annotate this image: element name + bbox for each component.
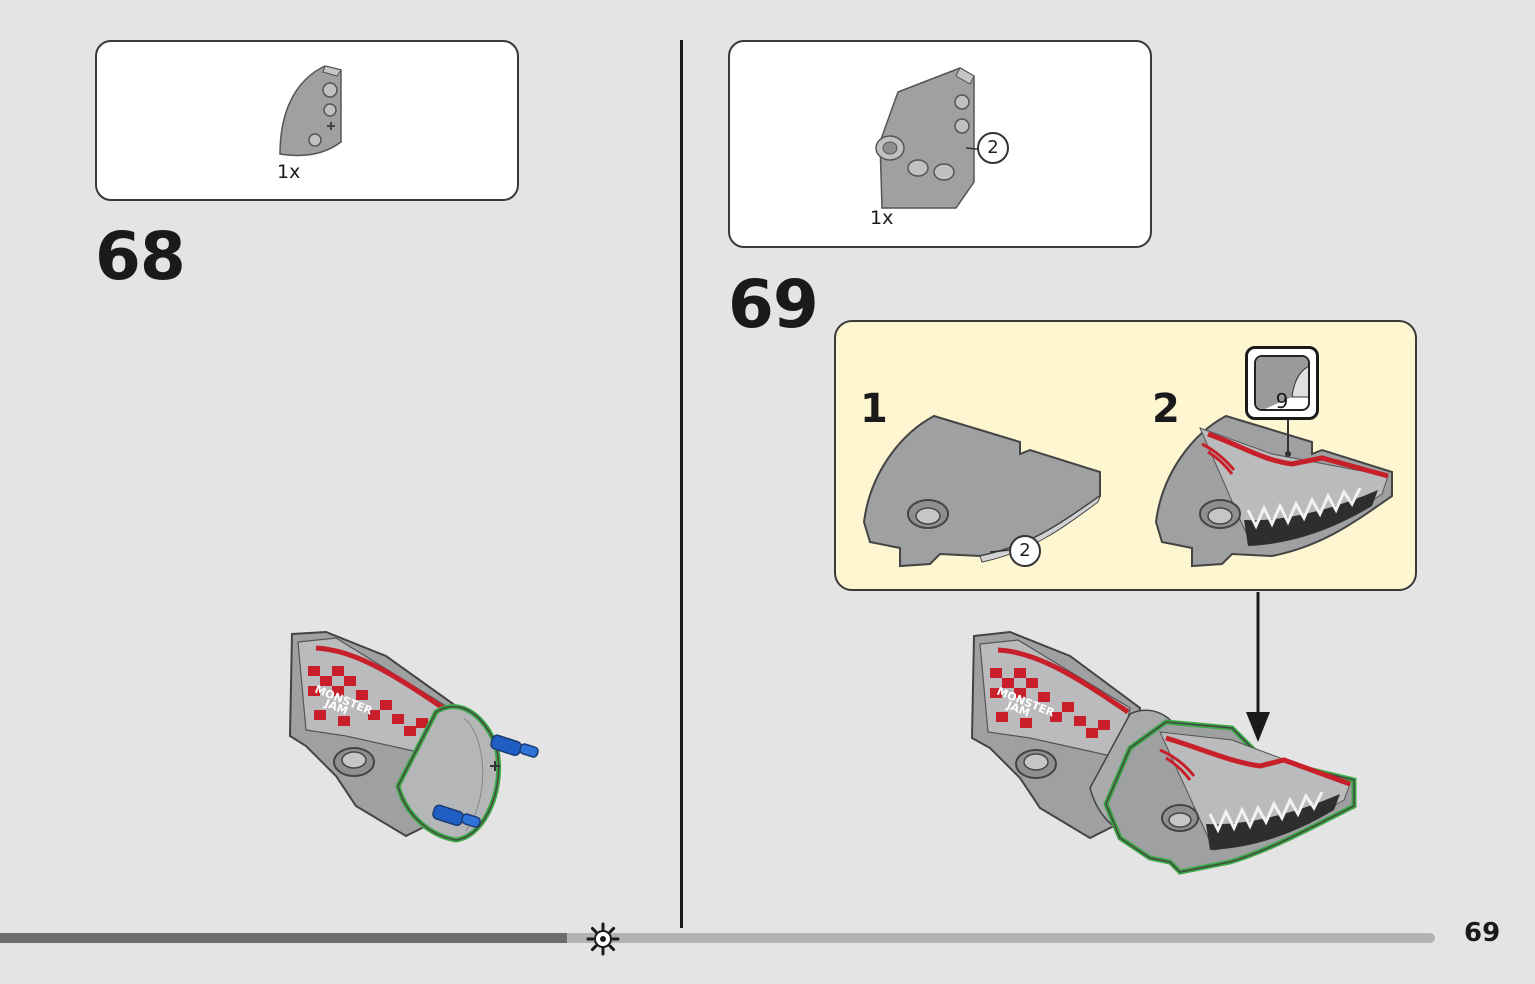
part-quantity: 1x bbox=[277, 161, 301, 183]
parts-list-68: 1x bbox=[95, 40, 519, 201]
substep-1-panel-illustration bbox=[862, 414, 1101, 568]
substep-1-quantity-callout: 2 bbox=[1009, 535, 1041, 567]
assembly-arrow bbox=[1246, 592, 1270, 742]
step-number-68: 68 bbox=[95, 218, 186, 295]
substep-number-2: 2 bbox=[1152, 386, 1180, 432]
curved-panel-part-icon bbox=[279, 65, 342, 157]
assembly-69-illustration: MONSTER JAM bbox=[970, 630, 1357, 875]
step-number-69: 69 bbox=[728, 266, 819, 343]
gear-icon bbox=[586, 922, 620, 956]
substep-number-1: 1 bbox=[860, 386, 888, 432]
assembly-68-illustration: MONSTER JAM bbox=[288, 630, 539, 843]
quantity-callout: 2 bbox=[977, 132, 1009, 164]
substep-2-stickered-panel-illustration bbox=[1154, 414, 1393, 568]
parts-list-69: 2 1x bbox=[728, 40, 1152, 248]
sticker-reference: 9 bbox=[1245, 346, 1319, 420]
progress-bar-fill bbox=[0, 933, 567, 943]
page-number: 69 bbox=[1464, 918, 1501, 948]
part-quantity: 1x bbox=[870, 207, 894, 229]
progress-bar bbox=[0, 933, 1435, 943]
sticker-number: 9 bbox=[1275, 389, 1289, 413]
sticker-icon bbox=[1254, 355, 1310, 411]
page-divider bbox=[680, 40, 683, 928]
substep-panel: 1 2 2 bbox=[834, 320, 1417, 591]
angled-panel-part-icon bbox=[875, 67, 987, 209]
